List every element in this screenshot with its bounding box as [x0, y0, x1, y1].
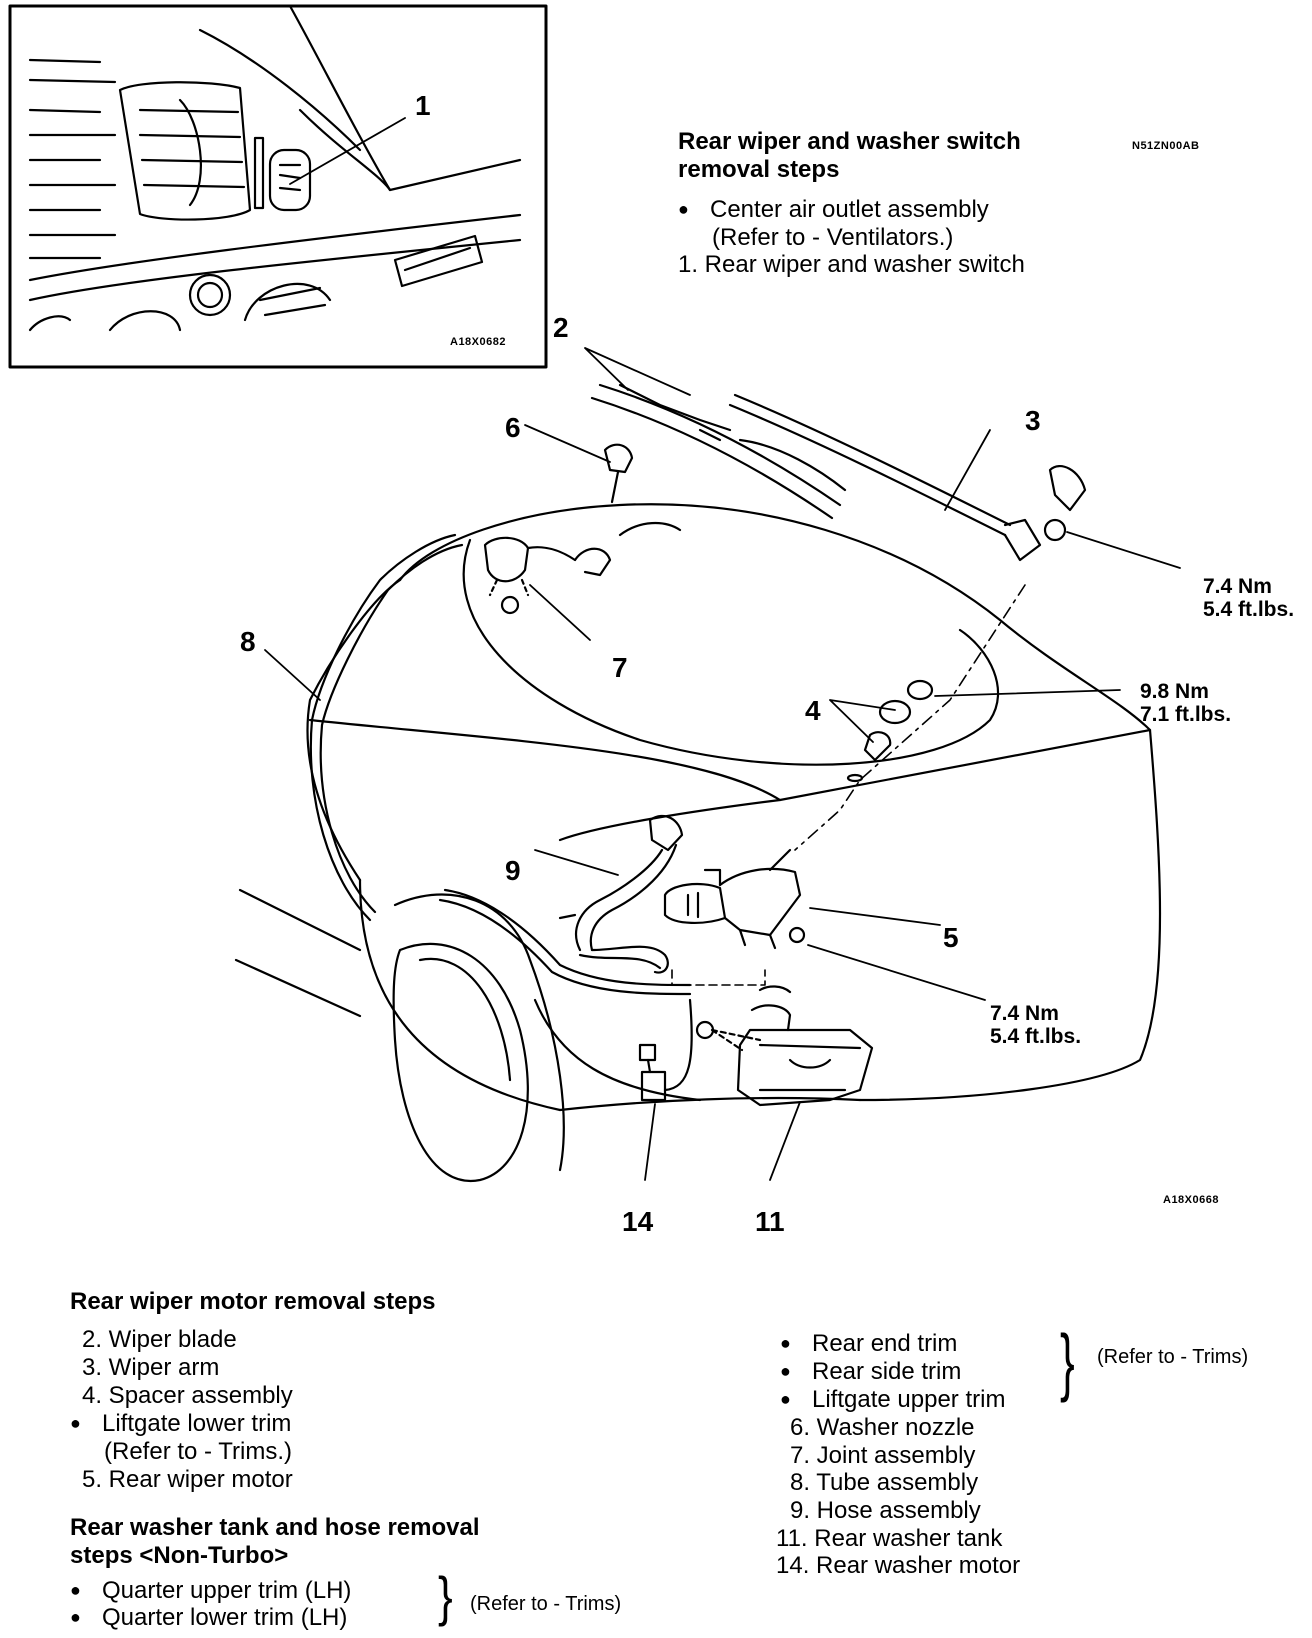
main-figure-code: A18X0668	[1163, 1194, 1219, 1206]
right-bullet-liftgate-upper: Liftgate upper trim	[780, 1386, 1005, 1413]
switch-bullet-line1: Center air outlet assembly	[678, 196, 989, 223]
spacer-assembly	[794, 584, 1026, 851]
right-step-14: 14. Rear washer motor	[776, 1552, 1021, 1579]
torque-arm-ft: 5.4 ft.lbs.	[1203, 598, 1295, 621]
dashboard-sketch	[28, 4, 522, 332]
inset-figure-code: A18X0682	[450, 336, 506, 348]
hose-assembly	[558, 814, 684, 974]
document-code: N51ZN00AB	[1132, 140, 1200, 152]
leader-lines	[264, 347, 1181, 1181]
washer-nozzle-joint	[483, 443, 682, 615]
callout-11: 11	[755, 1206, 785, 1237]
torque-spacer-nm: 9.8 Nm	[1140, 680, 1209, 703]
switch-title-line1: Rear wiper and washer switch	[678, 128, 1021, 155]
torque-arm-nm: 7.4 Nm	[1203, 575, 1272, 598]
wiper-arm	[728, 393, 1087, 562]
callout-6: 6	[505, 412, 521, 443]
callout-14: 14	[622, 1206, 654, 1237]
callout-5: 5	[943, 922, 959, 953]
right-step-6: 6. Washer nozzle	[790, 1414, 975, 1441]
switch-section-title: Rear wiper and washer switch	[678, 128, 1021, 156]
torque-spec-spacer: 9.8 Nm 7.1 ft.lbs.	[1140, 680, 1231, 726]
tank-refer-trims: (Refer to - Trims)	[470, 1593, 622, 1615]
torque-spacer-ft: 7.1 ft.lbs.	[1140, 703, 1232, 726]
motor-bullet-liftgate: Liftgate lower trim	[70, 1410, 291, 1437]
callout-9: 9	[505, 855, 521, 886]
tank-brace: }	[438, 1566, 453, 1628]
tank-bullet-quarter-lower: Quarter lower trim (LH)	[70, 1604, 347, 1631]
rear-wiper-motor	[663, 848, 806, 950]
tank-title-line1: Rear washer tank and hose removal	[70, 1514, 480, 1541]
switch-bullet-line2: (Refer to - Ventilators.)	[712, 224, 954, 251]
torque-spec-motor: 7.4 Nm 5.4 ft.lbs.	[990, 1002, 1081, 1048]
torque-motor-nm: 7.4 Nm	[990, 1002, 1059, 1025]
motor-step-3: 3. Wiper arm	[82, 1354, 220, 1381]
inset-frame	[8, 4, 548, 369]
motor-step-4: 4. Spacer assembly	[82, 1382, 293, 1409]
callout-4: 4	[805, 695, 821, 726]
right-step-9: 9. Hose assembly	[790, 1497, 981, 1524]
switch-title-line2: removal steps	[678, 156, 840, 183]
motor-step-5: 5. Rear wiper motor	[82, 1466, 293, 1493]
callout-7: 7	[612, 652, 628, 683]
switch-step-1: 1. Rear wiper and washer switch	[678, 251, 1025, 278]
motor-section-title: Rear wiper motor removal steps	[70, 1288, 436, 1315]
torque-spec-arm: 7.4 Nm 5.4 ft.lbs.	[1203, 575, 1294, 621]
right-step-11: 11. Rear washer tank	[776, 1525, 1003, 1552]
tank-title-line2: steps <Non-Turbo>	[70, 1542, 289, 1569]
tube-assembly	[309, 533, 692, 996]
torque-motor-ft: 5.4 ft.lbs.	[990, 1025, 1082, 1048]
callout-3: 3	[1025, 405, 1041, 436]
right-step-7: 7. Joint assembly	[790, 1442, 976, 1469]
tank-bullet-quarter-upper: Quarter upper trim (LH)	[70, 1577, 351, 1604]
motor-step-2: 2. Wiper blade	[82, 1326, 237, 1353]
right-bullet-rear-end: Rear end trim	[780, 1330, 957, 1357]
wiper-blade	[590, 383, 847, 520]
right-refer-trims: (Refer to - Trims)	[1097, 1346, 1249, 1368]
leader-1	[289, 117, 406, 185]
rear-washer-motor	[638, 998, 693, 1102]
motor-bullet-liftgate-refer: (Refer to - Trims.)	[104, 1438, 293, 1465]
callout-8: 8	[240, 626, 256, 657]
right-step-8: 8. Tube assembly	[790, 1469, 979, 1496]
callout-1: 1	[415, 90, 431, 121]
rear-wheel	[392, 893, 565, 1183]
rear-washer-tank	[671, 969, 874, 1107]
right-brace: }	[1060, 1320, 1075, 1405]
right-bullet-rear-side: Rear side trim	[780, 1358, 961, 1385]
callout-2: 2	[553, 312, 569, 343]
